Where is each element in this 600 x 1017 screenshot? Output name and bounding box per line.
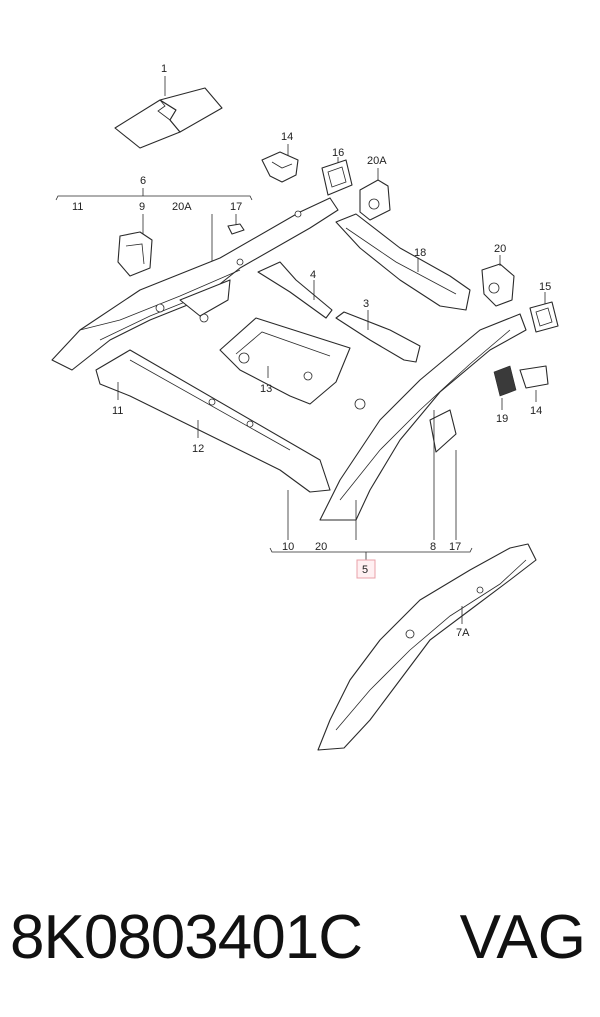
part-19-mount xyxy=(493,365,517,397)
callout-4: 4 xyxy=(310,269,316,281)
exploded-parts-diagram: 1 14 16 20A 6 11 9 20A 17 xyxy=(51,63,559,751)
callout-20a-left: 20A xyxy=(172,201,192,213)
callout-15: 15 xyxy=(539,281,551,293)
part-17-clip-top xyxy=(227,223,245,235)
callout-20-bottom: 20 xyxy=(315,541,327,553)
brand-label: VAG xyxy=(459,903,586,972)
right-side-member xyxy=(319,313,527,521)
callout-5: 5 xyxy=(362,564,368,576)
part-number: 8K0803401C xyxy=(10,903,363,972)
part-20a-bracket xyxy=(359,179,391,221)
callout-14-lower: 14 xyxy=(530,405,542,417)
part-12-lower-rail xyxy=(95,349,331,493)
part-18-cross-member xyxy=(335,213,471,311)
callout-12: 12 xyxy=(192,443,204,455)
part-14-bracket-lower xyxy=(519,365,549,389)
callout-16: 16 xyxy=(332,147,344,159)
left-side-member xyxy=(51,197,339,371)
callout-17-bottom: 17 xyxy=(449,541,461,553)
callout-7a: 7A xyxy=(456,627,470,639)
callout-20a-top: 20A xyxy=(367,155,387,167)
callout-14-top: 14 xyxy=(281,131,293,143)
callout-9: 9 xyxy=(139,201,145,213)
callout-18: 18 xyxy=(414,247,426,259)
callout-17-top: 17 xyxy=(230,201,242,213)
part-9-bracket xyxy=(117,231,153,277)
part-3-member xyxy=(335,311,421,363)
part-7a-side-member xyxy=(317,543,537,751)
part-4-member xyxy=(257,261,333,319)
callout-19: 19 xyxy=(496,413,508,425)
callout-11-left: 11 xyxy=(112,405,123,417)
caption-bar: 8K0803401C VAG xyxy=(0,893,600,983)
part-13-center-member xyxy=(219,317,351,405)
part-1-floor-panel xyxy=(114,87,223,149)
callout-13: 13 xyxy=(260,383,272,395)
part-14-bracket-top xyxy=(261,151,299,183)
callout-1: 1 xyxy=(161,63,167,75)
callout-8: 8 xyxy=(430,541,436,553)
callout-6: 6 xyxy=(140,175,146,187)
callout-11-top: 11 xyxy=(72,201,83,213)
part-16-plate xyxy=(321,159,353,196)
callout-10: 10 xyxy=(282,541,294,553)
callout-20-right: 20 xyxy=(494,243,506,255)
callout-5-highlight xyxy=(356,559,376,579)
callout-3: 3 xyxy=(363,298,369,310)
